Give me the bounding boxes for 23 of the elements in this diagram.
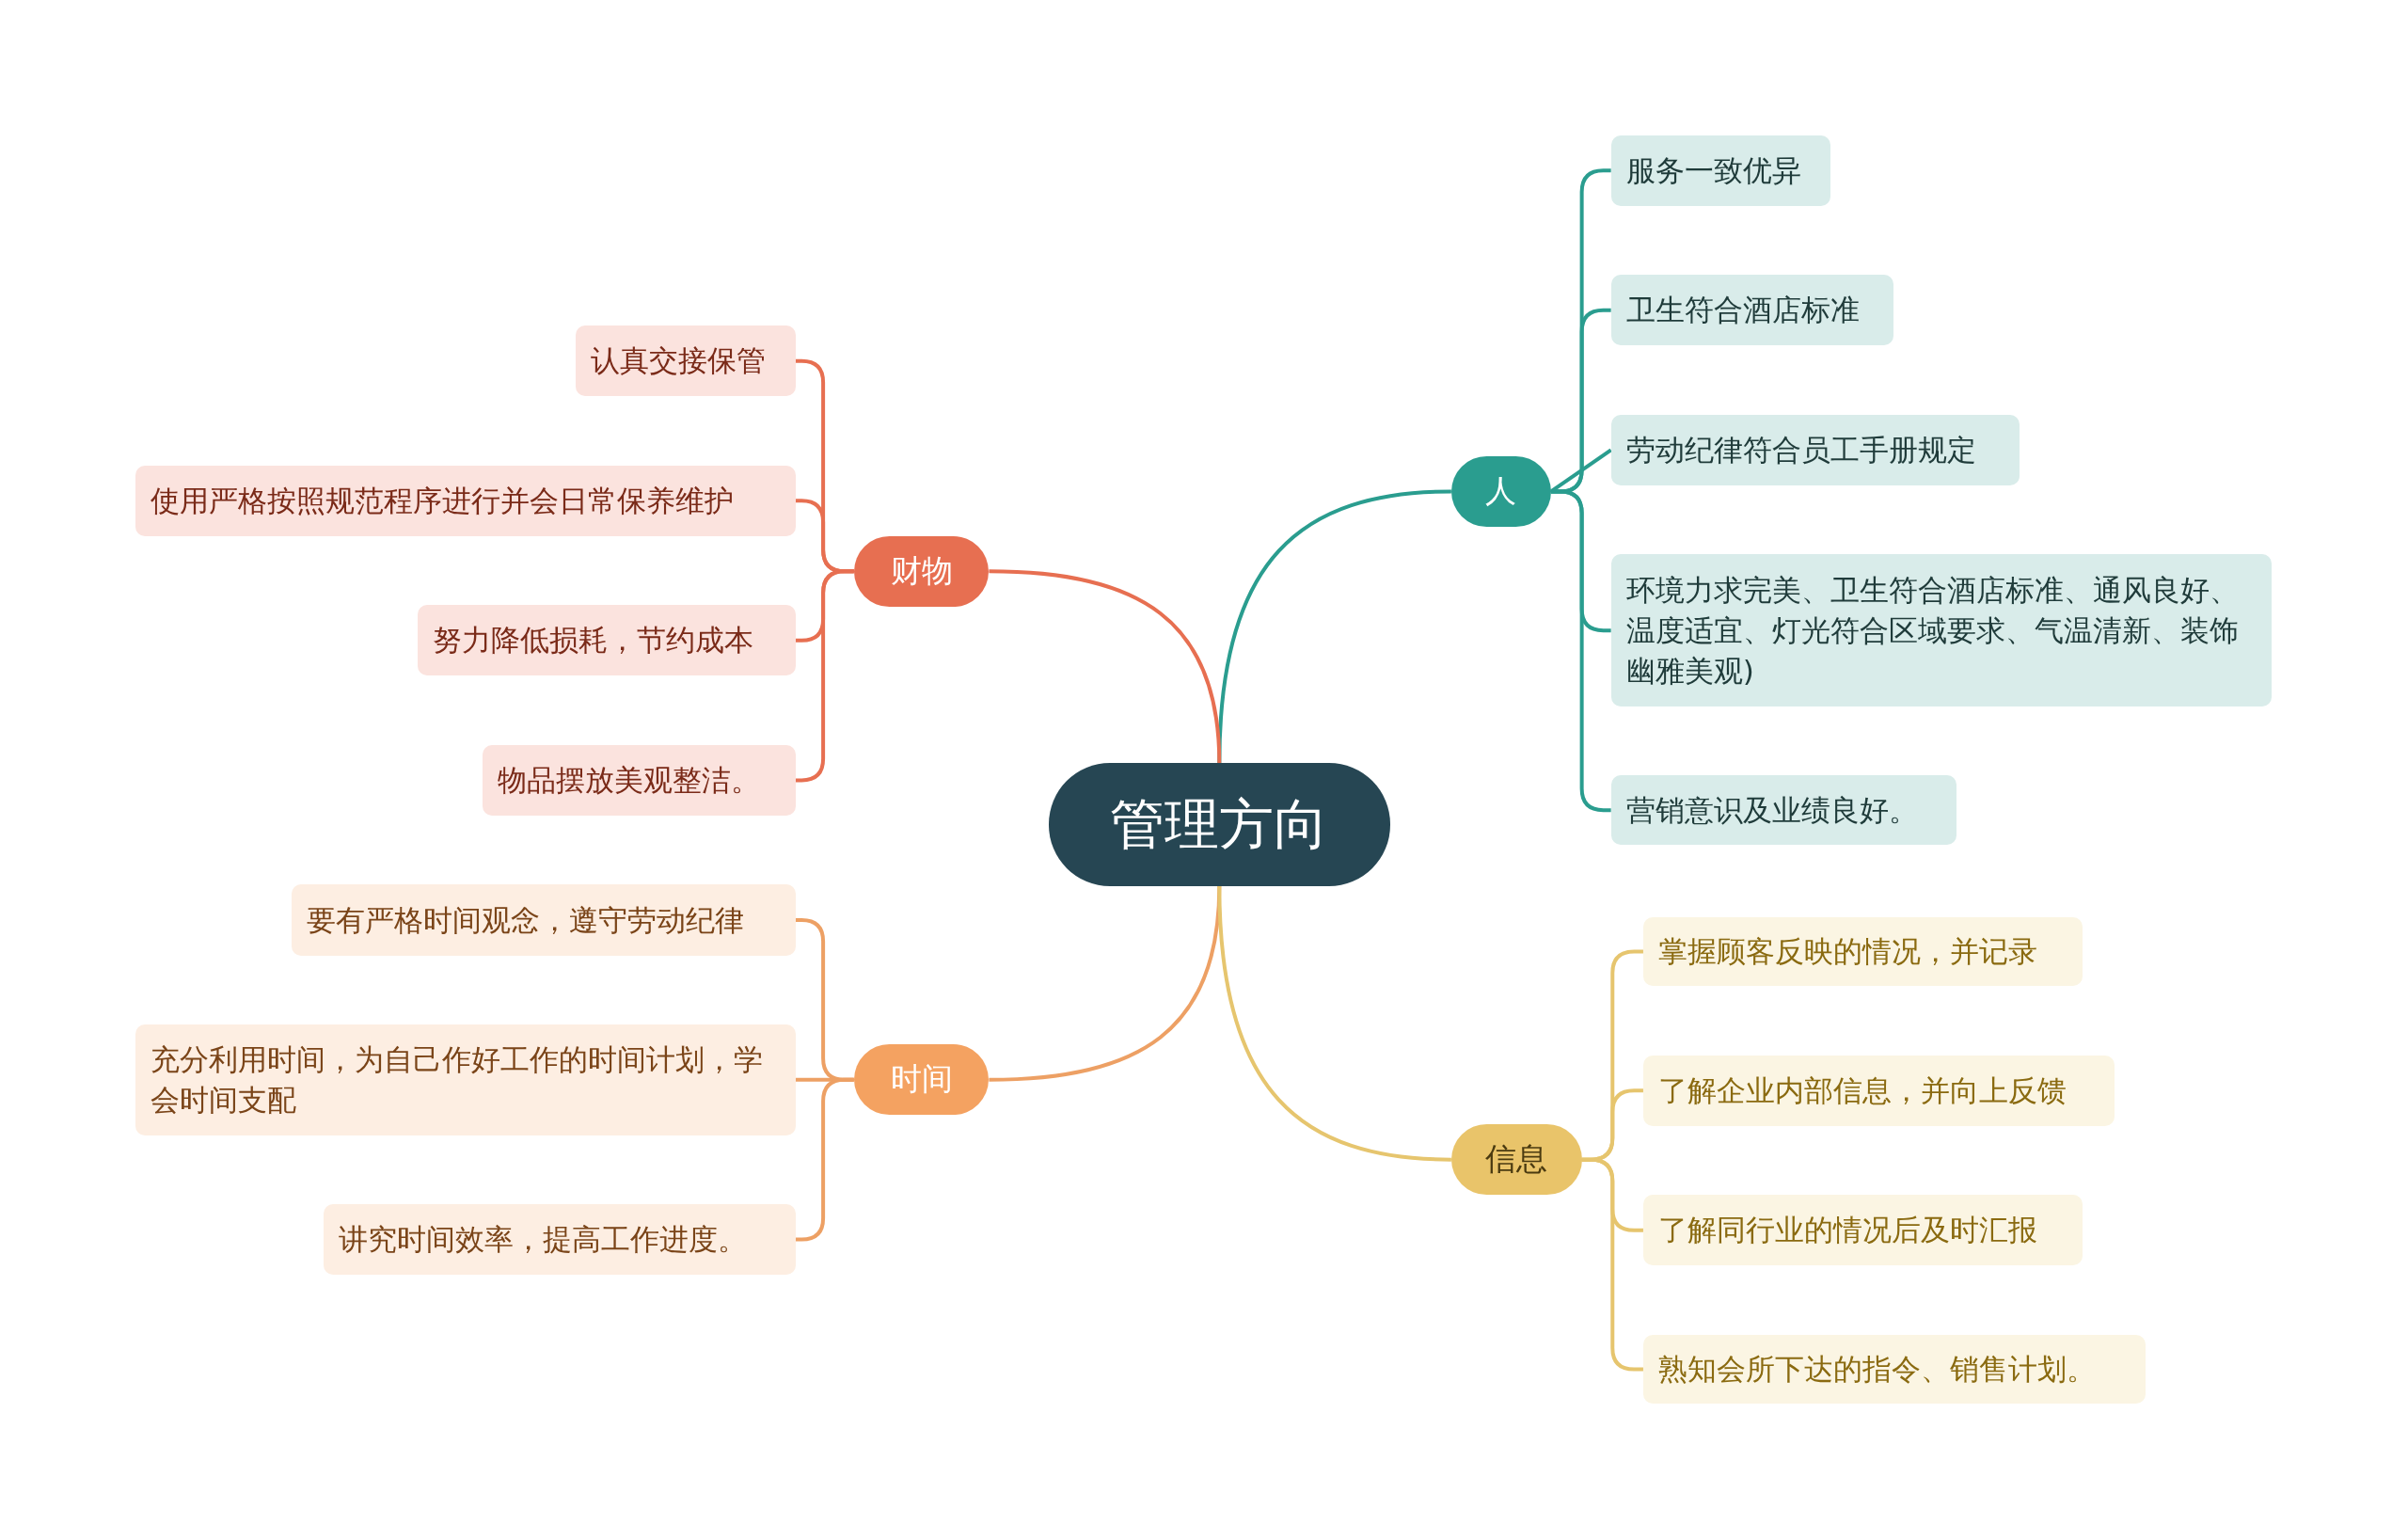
subtopic-box: 使用严格按照规范程序进行并会日常保养维护 <box>135 465 796 536</box>
subtopic-box: 卫生符合酒店标准 <box>1610 275 1894 346</box>
subtopic-box: 努力降低损耗，节约成本 <box>418 605 796 676</box>
subtopic-box: 服务一致优异 <box>1610 135 1831 206</box>
subtopic-box: 讲究时间效率，提高工作进度。 <box>324 1204 796 1276</box>
connector-line <box>1217 885 1451 1162</box>
subtopic-box: 要有严格时间观念，遵守劳动纪律 <box>292 884 796 956</box>
branch-topic: 信息 <box>1450 1124 1582 1196</box>
subtopic-box: 充分利用时间，为自己作好工作的时间计划，学会时间支配 <box>135 1024 796 1135</box>
subtopic-box: 熟知会所下达的指令、销售计划。 <box>1642 1334 2146 1405</box>
subtopic-box: 掌握顾客反映的情况，并记录 <box>1642 916 2083 987</box>
subtopic-box: 环境力求完美、卫生符合酒店标准、通风良好、温度适宜、灯光符合区域要求、气温清新、装饰幽雅美观) <box>1610 554 2272 706</box>
subtopic-box: 营销意识及业绩良好。 <box>1610 775 1956 845</box>
central-topic: 管理方向 <box>1049 763 1390 887</box>
subtopic-box: 了解企业内部信息，并向上反馈 <box>1642 1055 2115 1126</box>
subtopic-box: 劳动纪律符合员工手册规定 <box>1610 414 2020 485</box>
subtopic-box: 物品摆放美观整洁。 <box>482 744 796 816</box>
branch-topic: 时间 <box>853 1044 990 1116</box>
branch-topic: 人 <box>1450 455 1551 527</box>
branch-topic: 财物 <box>853 535 990 607</box>
subtopic-box: 了解同行业的情况后及时汇报 <box>1642 1195 2083 1266</box>
subtopic-box: 认真交接保管 <box>576 325 796 397</box>
connector-line <box>989 569 1222 764</box>
